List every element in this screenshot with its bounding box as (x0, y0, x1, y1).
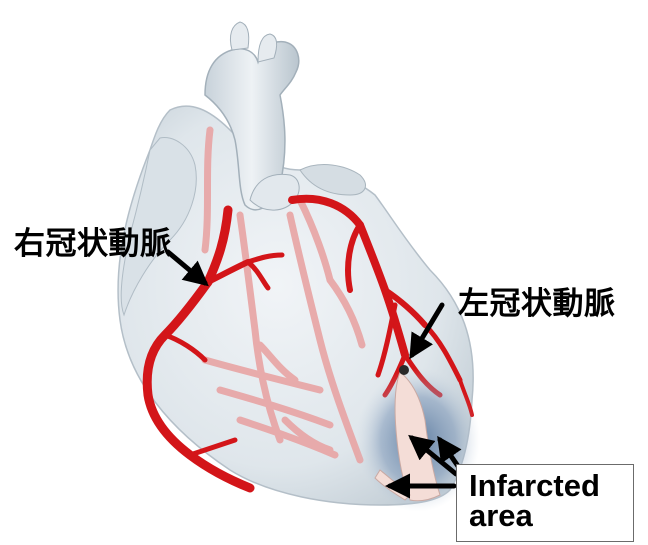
left-coronary-artery-label: 左冠状動脈 (458, 278, 616, 323)
right-coronary-artery-label: 右冠状動脈 (14, 218, 172, 263)
infarcted-area-label-box: Infarcted area (456, 464, 634, 542)
infarcted-area-label: Infarcted area (469, 471, 600, 531)
